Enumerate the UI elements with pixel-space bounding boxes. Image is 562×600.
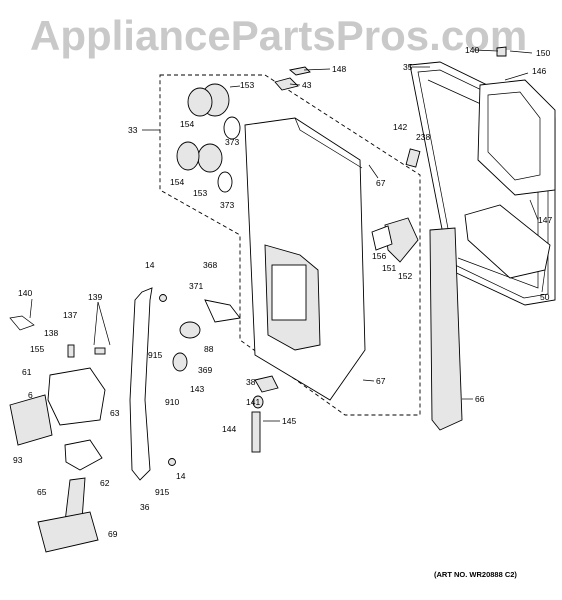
assembly-outline: [159, 74, 421, 416]
callout-label: 146: [532, 66, 546, 76]
callout-label: 14: [145, 260, 155, 270]
ring-373b: [217, 171, 233, 193]
handle-36: [129, 287, 153, 481]
callout-label: 69: [108, 529, 118, 539]
callout-label: 137: [63, 310, 77, 320]
callout-label: 144: [222, 424, 236, 434]
callout-label: 67: [376, 178, 386, 188]
callout-label: 150: [536, 48, 550, 58]
screw-14b: [168, 458, 176, 466]
callout-label: 148: [332, 64, 346, 74]
part-143: [172, 352, 188, 372]
callout-label: 154: [170, 177, 184, 187]
door-shelf-146: [477, 79, 556, 196]
tab-238: [405, 148, 421, 168]
callout-label: 93: [13, 455, 23, 465]
callout-label: 156: [372, 251, 386, 261]
bearing-153b: [197, 143, 223, 173]
ring-373a: [223, 116, 241, 140]
callout-label: 142: [393, 122, 407, 132]
callout-label: 153: [193, 188, 207, 198]
callout-label: 910: [165, 397, 179, 407]
clip-140: [496, 46, 507, 57]
callout-label: 141: [246, 397, 260, 407]
callout-label: 143: [190, 384, 204, 394]
callout-label: 14: [176, 471, 186, 481]
callout-label: 145: [282, 416, 296, 426]
clip-139: [94, 347, 106, 355]
callout-label: 373: [220, 200, 234, 210]
callout-label: 147: [538, 215, 552, 225]
part-38: [254, 375, 279, 393]
gasket-strip-66: [429, 227, 463, 431]
callout-label: 35: [403, 62, 413, 72]
callout-label: 153: [240, 80, 254, 90]
callout-label: 66: [475, 394, 485, 404]
part-61: [47, 367, 106, 426]
part-369: [179, 321, 201, 339]
callout-label: 65: [37, 487, 47, 497]
callout-label: 371: [189, 281, 203, 291]
callout-label: 238: [416, 132, 430, 142]
part-93: [9, 394, 53, 446]
callout-label: 88: [204, 344, 214, 354]
callout-label: 140: [465, 45, 479, 55]
flap-156: [371, 225, 393, 251]
drip-tray-69: [37, 511, 99, 553]
gear-154b: [176, 141, 200, 171]
callout-label: 50: [540, 292, 550, 302]
part-62: [64, 439, 103, 471]
callout-label: 38: [246, 377, 256, 387]
callout-label: 6: [28, 390, 33, 400]
callout-label: 140: [18, 288, 32, 298]
dispenser-window: [271, 264, 307, 321]
gear-154a: [187, 87, 213, 117]
screw-14a: [159, 294, 167, 302]
callout-label: 151: [382, 263, 396, 273]
callout-label: 61: [22, 367, 32, 377]
watermark-logo: AppliancePartsPros.com: [30, 12, 528, 59]
callout-label: 67: [376, 376, 386, 386]
callout-label: 155: [30, 344, 44, 354]
bracket-43: [274, 77, 299, 91]
callout-label: 369: [198, 365, 212, 375]
clip-148: [288, 66, 311, 76]
art-number: (ART NO. WR20888 C2): [434, 570, 517, 579]
callout-label: 915: [155, 487, 169, 497]
bracket-368: [204, 299, 241, 323]
door-panel-edge: [294, 117, 363, 169]
callout-label: 62: [100, 478, 110, 488]
callout-labels: 140 150 146 35 148 43 153 33 154 373 142…: [13, 45, 552, 539]
door-shelf-146-window: [487, 91, 541, 181]
callout-label: 138: [44, 328, 58, 338]
callout-label: 154: [180, 119, 194, 129]
clip-137: [67, 344, 75, 358]
spring-144: [251, 411, 261, 453]
callout-label: 36: [140, 502, 150, 512]
part-141: [252, 395, 264, 409]
callout-label: 43: [302, 80, 312, 90]
leader-lines: [29, 49, 546, 422]
callout-label: 368: [203, 260, 217, 270]
callout-label: 33: [128, 125, 138, 135]
callout-label: 915: [148, 350, 162, 360]
callout-label: 63: [110, 408, 120, 418]
callout-label: 139: [88, 292, 102, 302]
callout-label: 373: [225, 137, 239, 147]
wire-140: [9, 315, 35, 331]
callout-label: 152: [398, 271, 412, 281]
